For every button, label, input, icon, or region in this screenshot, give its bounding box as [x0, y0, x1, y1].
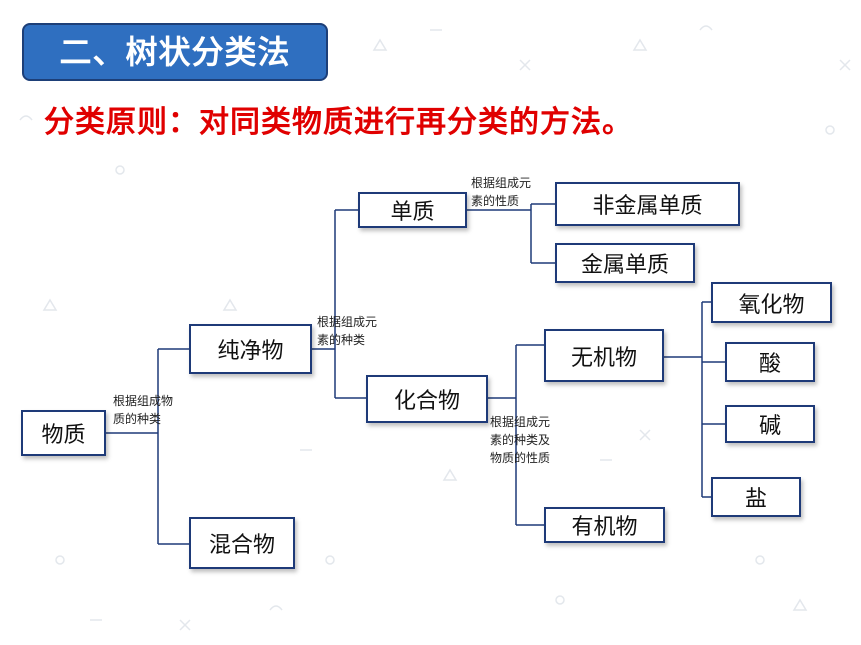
edge-label-pure: 根据组成元 素的种类 — [317, 313, 377, 349]
edge-label-line: 质的种类 — [113, 412, 162, 426]
node-compound: 化合物 — [366, 375, 488, 423]
node-element: 单质 — [358, 192, 467, 228]
edge-label-line: 素的性质 — [471, 194, 520, 208]
section-title: 二、树状分类法 — [22, 23, 328, 81]
edge-label-line: 物质的性质 — [490, 451, 551, 465]
node-matter: 物质 — [21, 410, 106, 456]
edge-label-compound: 根据组成元 素的种类及 物质的性质 — [490, 413, 550, 467]
node-inorganic: 无机物 — [544, 329, 664, 382]
node-nonmetal-element: 非金属单质 — [555, 182, 740, 226]
node-salt: 盐 — [711, 477, 801, 517]
edge-label-line: 素的种类及 — [490, 433, 551, 447]
edge-label-line: 根据组成元 — [490, 415, 551, 429]
edge-label-matter: 根据组成物 质的种类 — [113, 392, 173, 428]
node-organic: 有机物 — [544, 507, 665, 543]
edge-label-line: 素的种类 — [317, 333, 366, 347]
node-acid: 酸 — [725, 342, 815, 382]
node-oxide: 氧化物 — [711, 282, 832, 323]
node-pure-substance: 纯净物 — [189, 324, 312, 374]
classification-principle: 分类原则：对同类物质进行再分类的方法。 — [44, 105, 633, 140]
edge-label-element: 根据组成元 素的性质 — [471, 174, 531, 210]
edge-label-line: 根据组成元 — [471, 176, 532, 190]
node-mixture: 混合物 — [189, 517, 295, 569]
node-base: 碱 — [725, 405, 815, 443]
edge-label-line: 根据组成物 — [113, 394, 174, 408]
edge-label-line: 根据组成元 — [317, 315, 378, 329]
node-metal-element: 金属单质 — [555, 243, 695, 283]
